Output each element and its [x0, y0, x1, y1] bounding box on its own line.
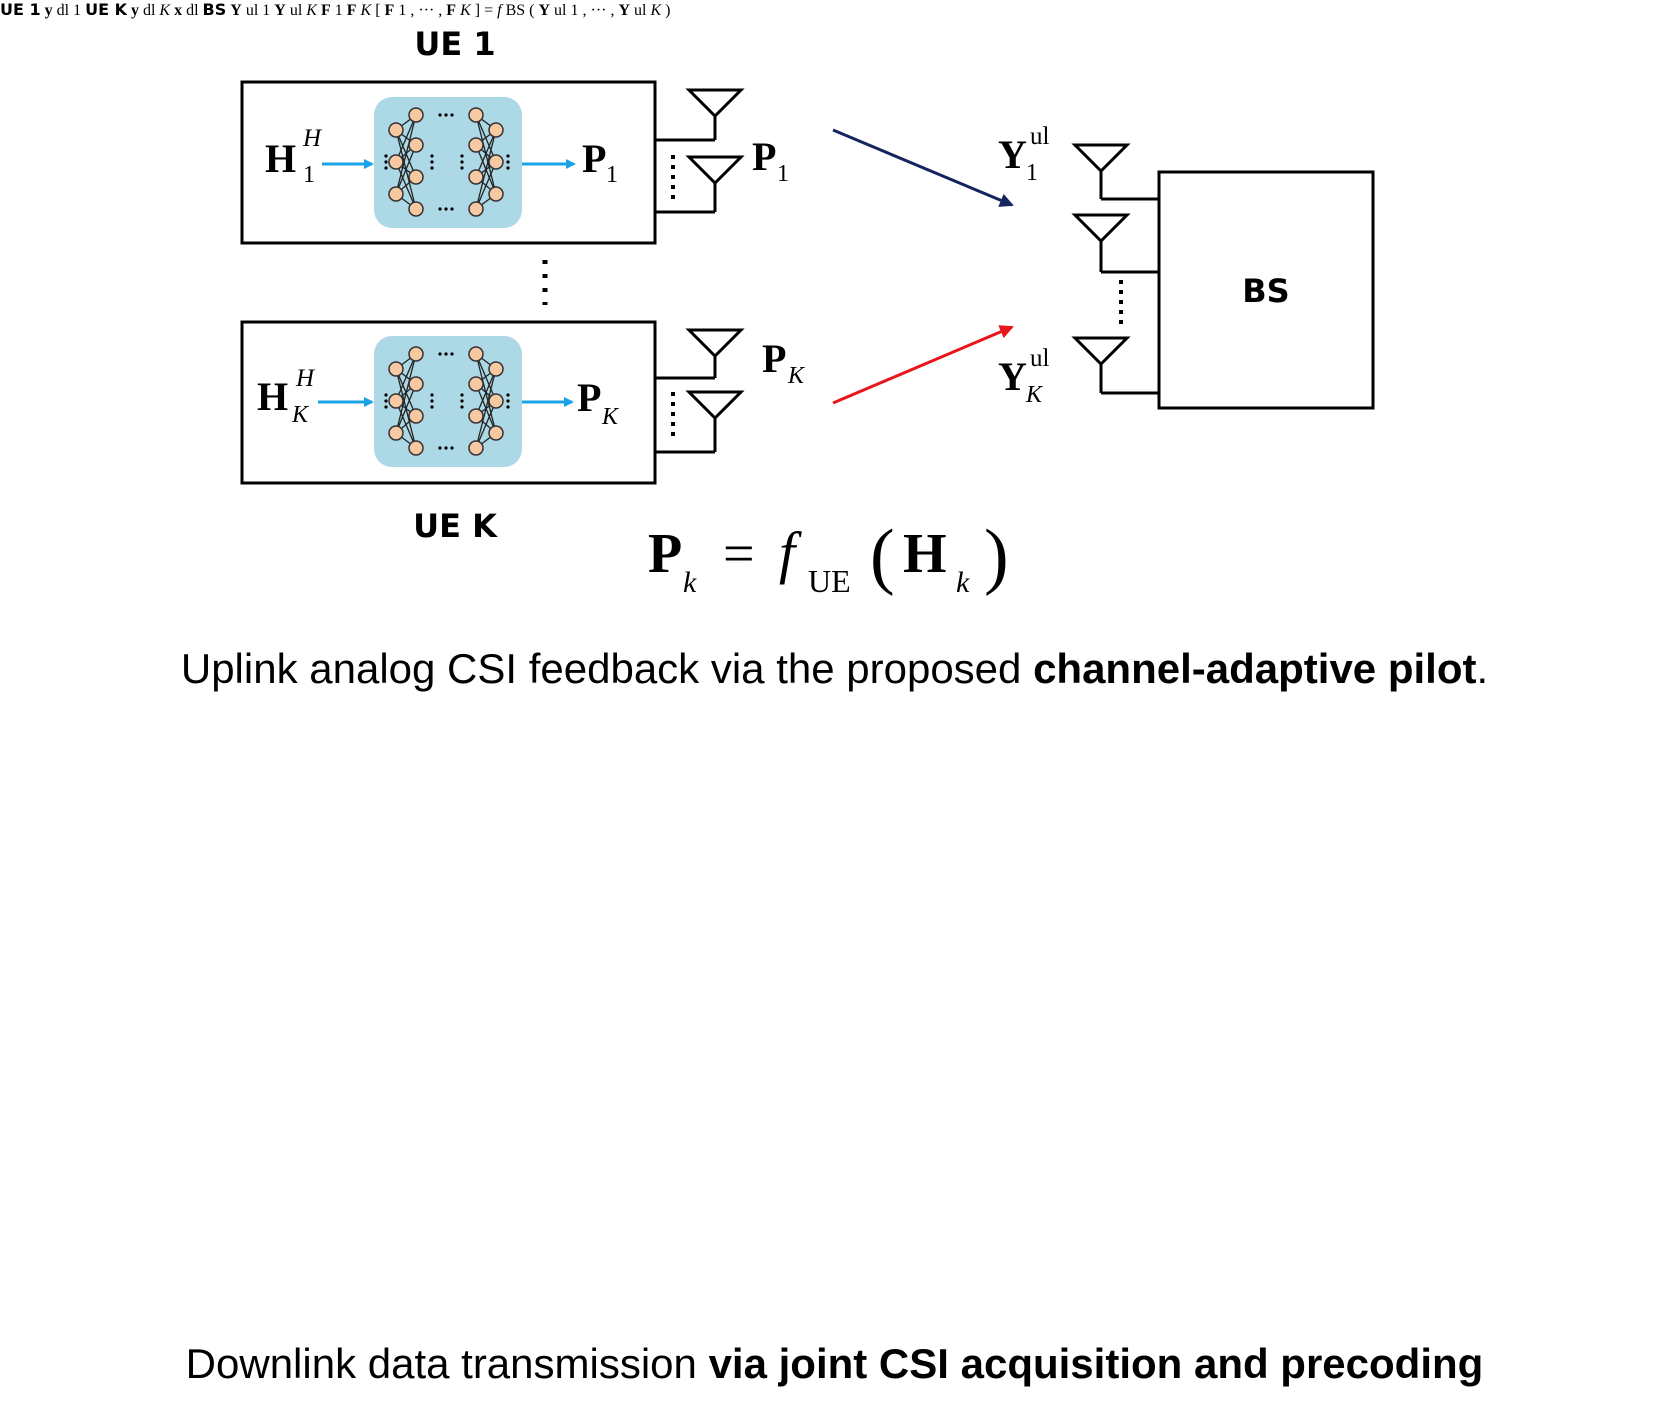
uplink-caption: Uplink analog CSI feedback via the propo… — [180, 645, 1489, 692]
svg-text:1: 1 — [303, 162, 315, 188]
bs-downlink-box: Y ul 1 Y ul K F 1 F K [ F 1 , ··· , — [230, 2, 670, 19]
svg-text:1: 1 — [777, 161, 789, 187]
ue1-neural-network — [374, 97, 522, 228]
uek-pilot-label: P K — [762, 336, 806, 389]
ue1-input-symbol: H H 1 — [265, 125, 323, 188]
svg-text:P: P — [762, 336, 786, 381]
svg-text:P: P — [577, 375, 601, 420]
dl-y1-label: y dl 1 — [44, 2, 82, 19]
downlink-section: UE 1 y dl 1 UE K y dl K — [0, 0, 670, 19]
svg-text:1: 1 — [606, 162, 618, 188]
ue1-box — [240, 80, 657, 245]
dl-uek-label: UE K — [85, 0, 127, 19]
svg-text:P: P — [752, 134, 776, 179]
svg-text:H: H — [265, 136, 296, 181]
uek-input-symbol: H H K — [257, 365, 316, 428]
svg-text:ul: ul — [1030, 345, 1050, 372]
uek-box — [240, 320, 657, 485]
svg-text:K: K — [787, 363, 806, 389]
svg-text:P: P — [648, 523, 682, 585]
ue1-antenna-array — [655, 88, 745, 214]
uplink-equation: P k = f UE ( H k ) — [648, 515, 1009, 599]
dl-x-label: x dl — [174, 2, 199, 19]
uplink-channel-arrow-uek — [832, 325, 1014, 405]
svg-text:K: K — [291, 402, 310, 428]
svg-text:H: H — [903, 523, 947, 585]
svg-text:1: 1 — [1026, 160, 1038, 186]
bs-in-arrow: F 1 F K [ F 1 , ··· , F K ] = f BS ( Y u… — [321, 2, 671, 19]
svg-text:(: ( — [870, 515, 895, 597]
bs-input-vector: Y ul 1 Y ul K — [230, 2, 317, 19]
bs-output-vector: F 1 F K — [320, 2, 372, 19]
svg-text:k: k — [956, 566, 970, 599]
bs-uplink-box — [1157, 170, 1375, 410]
svg-text:H: H — [295, 365, 316, 392]
dl-yk-label: y dl K — [130, 2, 171, 19]
uek-antenna-array — [655, 328, 745, 454]
svg-text:Y: Y — [998, 132, 1027, 177]
dl-ue1-box: UE 1 y dl 1 UE K y dl K — [0, 0, 670, 19]
svg-text:f: f — [779, 520, 802, 585]
downlink-arrow-uek: x dl BS Y ul 1 Y ul K — [174, 0, 670, 19]
dl-ue1-label: UE 1 — [0, 0, 41, 19]
downlink-equation: [ F 1 , ··· , F K ] = f BS ( Y ul 1 , ··… — [375, 2, 671, 19]
bs-downlink-label: BS — [202, 0, 227, 19]
uek-label: UE K — [413, 507, 498, 545]
svg-text:UE: UE — [808, 563, 851, 599]
svg-text:K: K — [601, 404, 620, 430]
downlink-arrow-ue1: x dl BS Y ul 1 Y ul K — [174, 0, 670, 19]
svg-text:ul: ul — [1030, 123, 1050, 150]
ue1-label: UE 1 — [414, 25, 495, 63]
received-yk-label: Y ul K — [998, 345, 1050, 408]
bs-out-arrow: F 1 F K [ F 1 , ··· , F K ] = f BS ( Y u… — [321, 2, 671, 19]
svg-text:K: K — [1025, 382, 1044, 408]
uplink-section: UE 1 H H 1 P 1 P 1 — [240, 25, 1375, 599]
downlink-caption: Downlink data transmission via joint CSI… — [185, 1340, 1484, 1387]
uek-output-symbol: P K — [577, 375, 620, 430]
bs-uplink-label: BS — [1242, 272, 1289, 310]
ue1-pilot-label: P 1 — [752, 134, 789, 187]
svg-text:P: P — [582, 136, 606, 181]
uek-neural-network — [374, 336, 522, 467]
svg-text:H: H — [302, 125, 323, 152]
uplink-channel-arrow-ue1 — [832, 128, 1014, 207]
svg-text:Y: Y — [998, 354, 1027, 399]
svg-text:=: = — [723, 523, 755, 585]
dl-uek-box: UE K y dl K x dl B — [85, 0, 670, 19]
ue1-output-symbol: P 1 — [582, 136, 618, 188]
received-y1-label: Y ul 1 — [998, 123, 1050, 186]
dl-ue-vertical-ellipsis: UE K y dl K x dl B — [85, 0, 670, 19]
svg-text:k: k — [683, 566, 697, 599]
bs-uplink-antenna-array — [1071, 143, 1158, 395]
svg-text:H: H — [257, 374, 288, 419]
svg-text:): ) — [984, 515, 1009, 597]
